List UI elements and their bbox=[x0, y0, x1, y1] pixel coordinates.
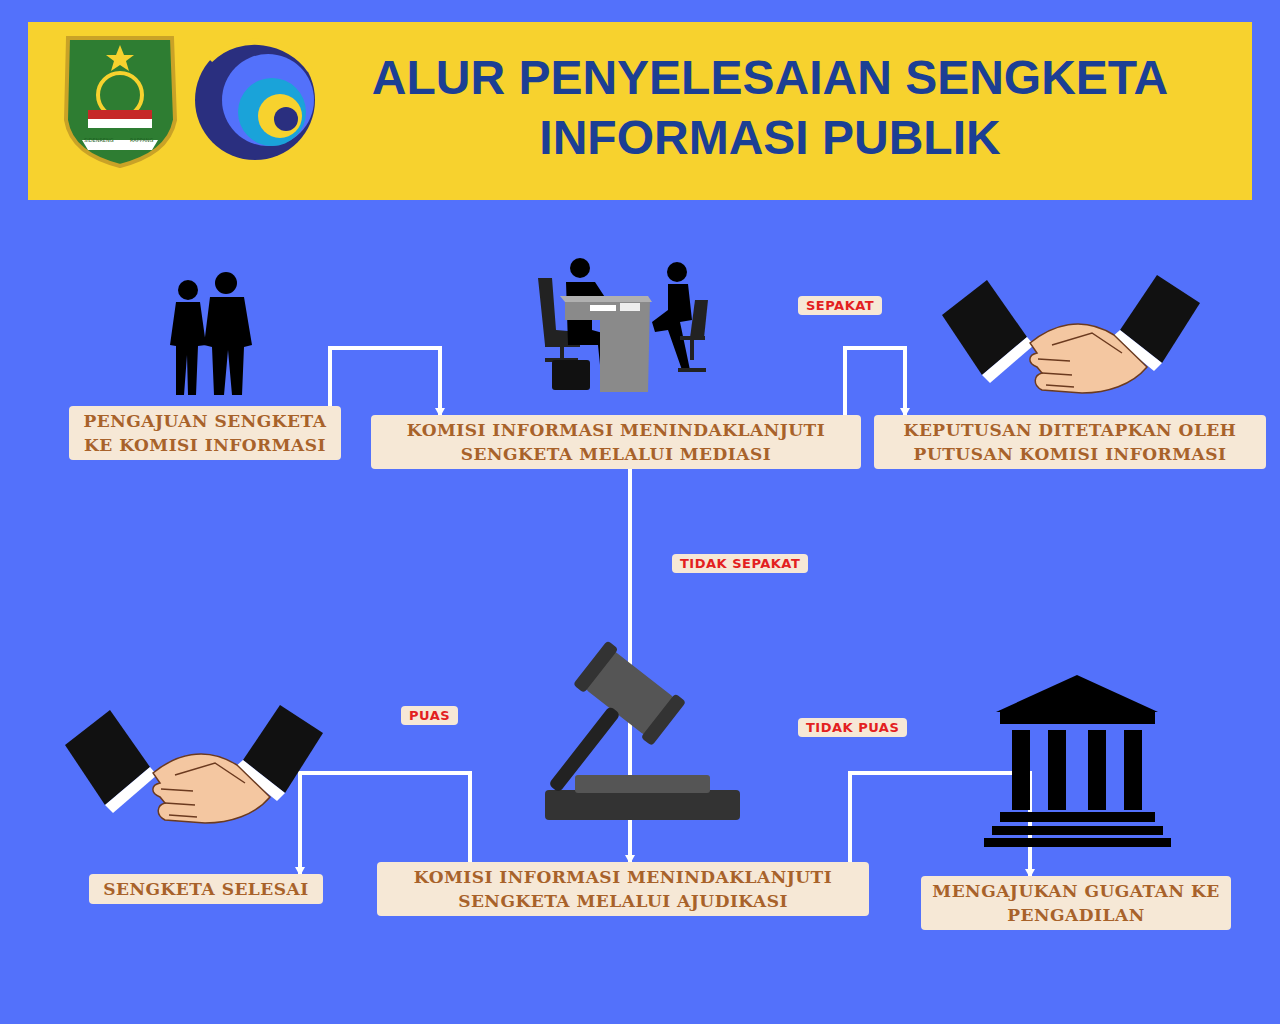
flow-arrow bbox=[845, 348, 905, 415]
step-text: KOMISI INFORMASI MENINDAKLANJUTI SENGKET… bbox=[379, 418, 853, 466]
step-text: PENGAJUAN SENGKETA KE KOMISI INFORMASI bbox=[77, 409, 333, 457]
step-box: SENGKETA SELESAI bbox=[89, 874, 323, 904]
step-box: PENGAJUAN SENGKETA KE KOMISI INFORMASI bbox=[69, 406, 341, 460]
edge-label: TIDAK PUAS bbox=[798, 718, 907, 737]
step-text: KEPUTUSAN DITETAPKAN OLEH PUTUSAN KOMISI… bbox=[882, 418, 1258, 466]
flow-arrow bbox=[850, 773, 1030, 876]
edge-label: PUAS bbox=[401, 706, 458, 725]
step-box: MENGAJUKAN GUGATAN KE PENGADILAN bbox=[921, 876, 1231, 930]
step-text: MENGAJUKAN GUGATAN KE PENGADILAN bbox=[929, 879, 1223, 927]
edge-label: SEPAKAT bbox=[798, 296, 882, 315]
step-text: SENGKETA SELESAI bbox=[97, 877, 315, 901]
flow-arrow bbox=[330, 348, 440, 415]
logo-text: SIDENRENG bbox=[84, 137, 114, 143]
title-text: ALUR PENYELESAIAN SENGKETA INFORMASI PUB… bbox=[350, 48, 1190, 168]
edge-label: TIDAK SEPAKAT bbox=[672, 554, 808, 573]
logo-text: RAPPANG bbox=[130, 137, 153, 143]
step-box: KOMISI INFORMASI MENINDAKLANJUTI SENGKET… bbox=[377, 862, 869, 916]
flow-arrow bbox=[300, 773, 470, 874]
step-box: KEPUTUSAN DITETAPKAN OLEH PUTUSAN KOMISI… bbox=[874, 415, 1266, 469]
step-box: KOMISI INFORMASI MENINDAKLANJUTI SENGKET… bbox=[371, 415, 861, 469]
step-text: KOMISI INFORMASI MENINDAKLANJUTI SENGKET… bbox=[385, 865, 861, 913]
